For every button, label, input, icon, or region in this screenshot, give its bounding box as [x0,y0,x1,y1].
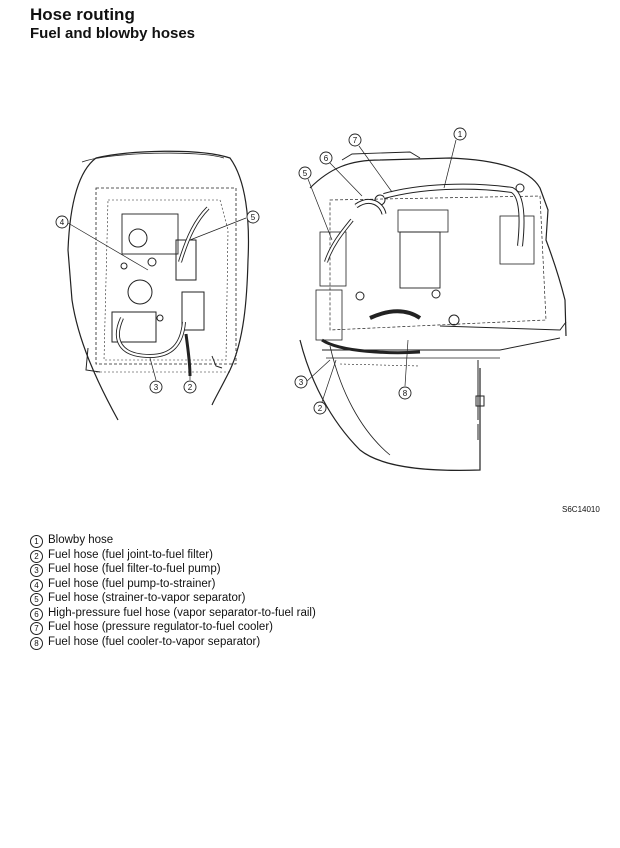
right-callouts [294,127,467,415]
legend-text: Fuel hose (fuel cooler-to-vapor separato… [48,635,261,648]
left-callout-5: 5 [251,213,256,222]
legend-item: 2 Fuel hose (fuel joint-to-fuel filter) [30,548,316,563]
right-callout-6: 6 [324,154,329,163]
rear-view-drawing [67,150,250,421]
left-callout-4: 4 [60,218,65,227]
hose-routing-diagram: 4 5 3 2 [55,127,567,471]
legend-text: Fuel hose (strainer-to-vapor separator) [48,592,246,604]
hose-legend: 1 Blowby hose 2 Fuel hose (fuel joint-to-f… [30,533,316,650]
legend-text: Fuel hose (fuel pump-to-strainer) [48,577,216,590]
legend-item: 3 Fuel hose (fuel filter-to-fuel pump) [30,562,316,577]
figure-code: S6C14010 [562,505,600,514]
legend-text: Fuel hose (pressure regulator-to-fuel co… [48,621,273,633]
legend-number: 2 [30,549,43,563]
legend-item: 8 Fuel hose (fuel cooler-to-vapor separat… [30,635,316,650]
left-callout-3: 3 [154,383,159,392]
legend-number: 7 [30,622,43,635]
legend-item: 1 Blowby hose [30,533,316,548]
left-callout-2: 2 [188,383,193,392]
legend-text: Blowby hose [48,534,114,546]
legend-number: 1 [30,535,43,548]
right-callout-1: 1 [458,130,463,139]
legend-text: Fuel hose (fuel joint-to-fuel filter) [48,548,213,561]
legend-number: 4 [30,578,43,592]
page-title: Hose routing [30,5,135,24]
legend-number: 6 [30,607,43,621]
right-callout-2: 2 [318,404,323,413]
legend-text: Fuel hose (fuel filter-to-fuel pump) [48,563,221,575]
legend-number: 5 [30,593,43,606]
legend-item: 4 Fuel hose (fuel pump-to-strainer) [30,577,316,592]
page-subtitle: Fuel and blowby hoses [30,25,196,42]
right-callout-5: 5 [303,169,308,178]
right-callout-3: 3 [299,378,304,387]
right-callout-8: 8 [403,389,408,398]
legend-item: 7 Fuel hose (pressure regulator-to-fuel c… [30,620,316,635]
legend-number: 3 [30,564,43,577]
legend-number: 8 [30,636,43,650]
left-callouts [55,210,260,394]
legend-item: 5 Fuel hose (strainer-to-vapor separator) [30,591,316,606]
side-view-drawing [299,139,567,471]
legend-text: High-pressure fuel hose (vapor separator… [48,606,316,619]
legend-item: 6 High-pressure fuel hose (vapor separato… [30,606,316,621]
right-callout-7: 7 [353,136,358,145]
